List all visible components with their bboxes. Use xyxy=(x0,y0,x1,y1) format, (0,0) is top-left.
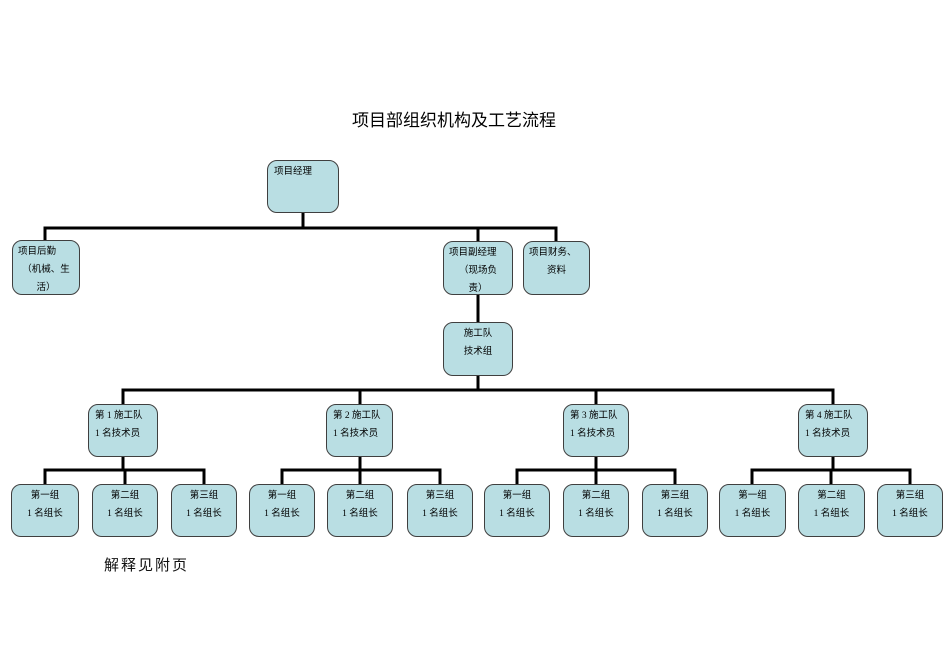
node-label: 第一组 xyxy=(30,491,60,501)
node-label: 第三组 xyxy=(895,491,925,501)
node-label: 第二组 xyxy=(345,491,375,501)
node-label: 项目经理 xyxy=(274,167,313,177)
node-label: （机械、生 xyxy=(22,265,70,275)
node-group-1-2: 第二组 1 名组长 xyxy=(92,484,158,537)
node-label: 1 名技术员 xyxy=(333,429,379,439)
node-group-4-3: 第三组 1 名组长 xyxy=(877,484,943,537)
node-label: 责） xyxy=(468,284,488,294)
node-group-4-1: 第一组 1 名组长 xyxy=(719,484,786,537)
node-team-1: 第 1 施工队 1 名技术员 xyxy=(88,404,158,457)
node-deputy-manager: 项目副经理 （现场负 责） xyxy=(443,241,513,295)
node-team-4: 第 4 施工队 1 名技术员 xyxy=(798,404,868,457)
node-label: 第一组 xyxy=(738,491,767,501)
node-label: 1 名组长 xyxy=(107,509,143,519)
node-label: 1 名组长 xyxy=(813,509,850,519)
node-group-4-2: 第二组 1 名组长 xyxy=(798,484,865,537)
node-group-1-1: 第一组 1 名组长 xyxy=(11,484,79,537)
node-label: 活） xyxy=(36,283,56,293)
node-label: 第一组 xyxy=(502,491,532,501)
node-label: 第三组 xyxy=(189,491,219,501)
node-label: 第 1 施工队 xyxy=(95,411,143,421)
node-label: 第三组 xyxy=(660,491,690,501)
node-label: 第 4 施工队 xyxy=(805,411,853,421)
node-label: 1 名组长 xyxy=(342,509,378,519)
node-team-2: 第 2 施工队 1 名技术员 xyxy=(326,404,393,457)
node-label: 资料 xyxy=(546,266,566,276)
node-label: 1 名组长 xyxy=(578,509,614,519)
footer-note: 解释见附页 xyxy=(104,558,190,574)
node-group-2-2: 第二组 1 名组长 xyxy=(327,484,393,537)
node-label: 1 名组长 xyxy=(264,509,300,519)
node-label: 第二组 xyxy=(817,491,846,501)
node-label: 1 名技术员 xyxy=(95,429,141,439)
node-label: 技术组 xyxy=(463,347,493,357)
node-label: 项目财务、 xyxy=(529,248,577,258)
diagram-title: 项目部组织机构及工艺流程 xyxy=(352,111,556,130)
node-label: 1 名组长 xyxy=(499,509,535,519)
node-label: 1 名组长 xyxy=(734,509,771,519)
node-label: 1 名技术员 xyxy=(570,429,616,439)
node-label: 1 名组长 xyxy=(892,509,928,519)
node-label: 1 名组长 xyxy=(27,509,63,519)
node-group-2-3: 第三组 1 名组长 xyxy=(407,484,473,537)
node-group-3-1: 第一组 1 名组长 xyxy=(484,484,550,537)
node-label: 1 名组长 xyxy=(422,509,458,519)
node-label: 1 名组长 xyxy=(186,509,222,519)
node-label: 第二组 xyxy=(110,491,140,501)
node-project-manager: 项目经理 xyxy=(267,160,339,213)
node-label: 第三组 xyxy=(425,491,455,501)
node-label: 项目后勤 xyxy=(18,247,57,257)
node-group-3-3: 第三组 1 名组长 xyxy=(642,484,708,537)
node-label: 第 2 施工队 xyxy=(333,411,381,421)
node-team-3: 第 3 施工队 1 名技术员 xyxy=(563,404,629,457)
node-logistics: 项目后勤 （机械、生 活） xyxy=(12,240,80,295)
node-label: 第 3 施工队 xyxy=(570,411,618,421)
node-tech-group: 施工队 技术组 xyxy=(443,322,513,376)
node-group-2-1: 第一组 1 名组长 xyxy=(249,484,315,537)
node-label: 1 名组长 xyxy=(657,509,693,519)
node-label: 第一组 xyxy=(267,491,297,501)
node-label: 项目副经理 xyxy=(449,248,497,258)
node-label: 1 名技术员 xyxy=(805,429,851,439)
node-group-3-2: 第二组 1 名组长 xyxy=(563,484,629,537)
node-group-1-3: 第三组 1 名组长 xyxy=(171,484,237,537)
node-label: 施工队 xyxy=(463,329,493,339)
node-label: 第二组 xyxy=(581,491,611,501)
node-finance: 项目财务、 资料 xyxy=(523,241,590,295)
node-label: （现场负 xyxy=(458,266,497,276)
